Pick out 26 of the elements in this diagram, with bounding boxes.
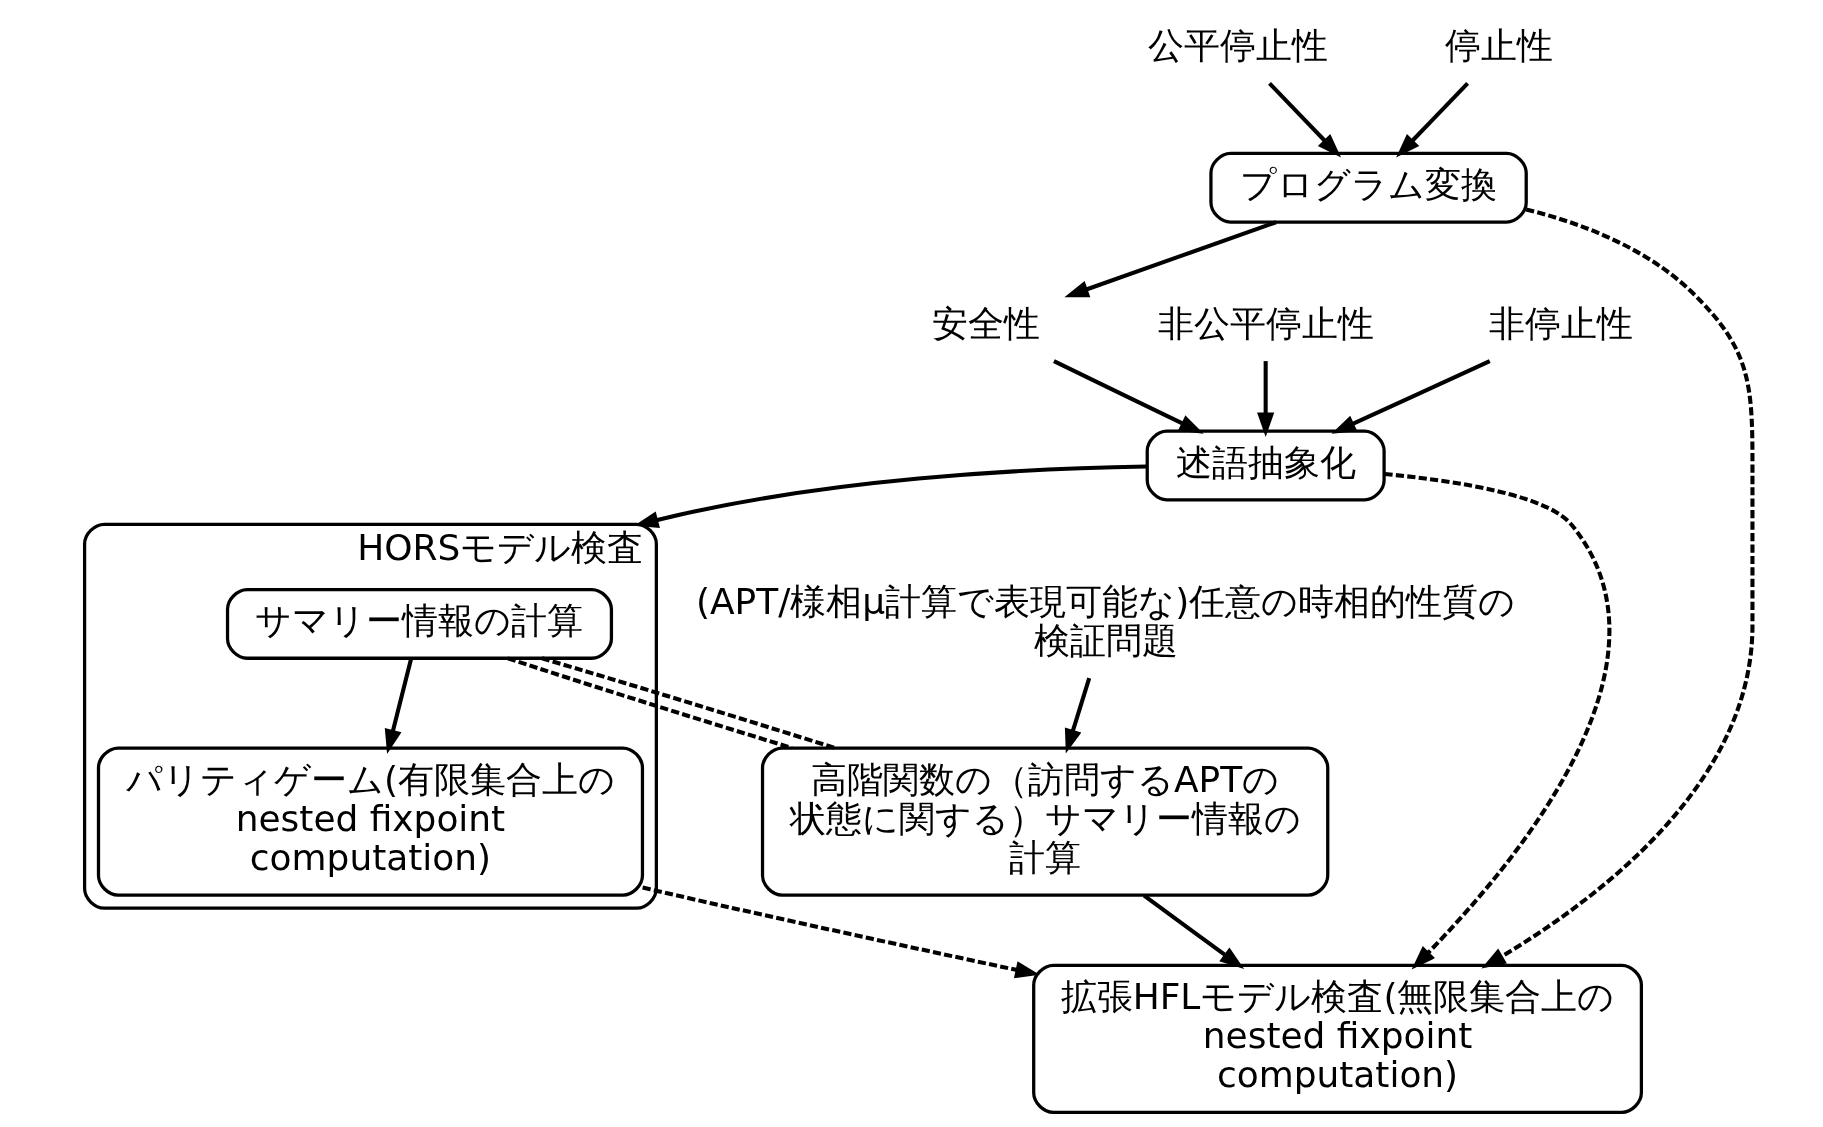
node-text: 非停止性 [1488, 302, 1633, 344]
arrow [1267, 81, 1341, 158]
arrow [1383, 472, 1611, 970]
arrow [1064, 677, 1091, 754]
node-text: 停止性 [1444, 25, 1553, 67]
node-box: パリティゲーム(有限集合上の nested fixpoint computation) [96, 746, 644, 897]
node-text: 非公平停止性 [1157, 302, 1374, 344]
arrow [384, 658, 413, 755]
node-box: プログラム変換 [1208, 151, 1528, 224]
node-text: 公平停止性 [1147, 25, 1328, 67]
arrow [641, 885, 1040, 979]
node-box: 拡張HFLモデル検査(無限集合上の nested fixpoint computation) [1031, 963, 1643, 1114]
arrow [1480, 207, 1754, 969]
connector [540, 656, 835, 750]
arrow [1395, 81, 1469, 158]
arrow [1052, 359, 1204, 434]
connector [506, 656, 792, 750]
node-box: 高階関数の（訪問するAPTの状態に関する）サマリー情報の計算 [760, 746, 1329, 897]
node-box: サマリー情報の計算 [225, 588, 613, 660]
arrow [1142, 894, 1244, 969]
node-box: 述語抽象化 [1145, 429, 1386, 502]
arrow [1330, 359, 1491, 434]
arrow [1256, 361, 1274, 438]
node-text: (APT/様相μ計算で表現可能な)任意の時相的性質の検証問題 [695, 580, 1515, 661]
arrow [1063, 220, 1277, 298]
node-text: 安全性 [931, 302, 1040, 344]
